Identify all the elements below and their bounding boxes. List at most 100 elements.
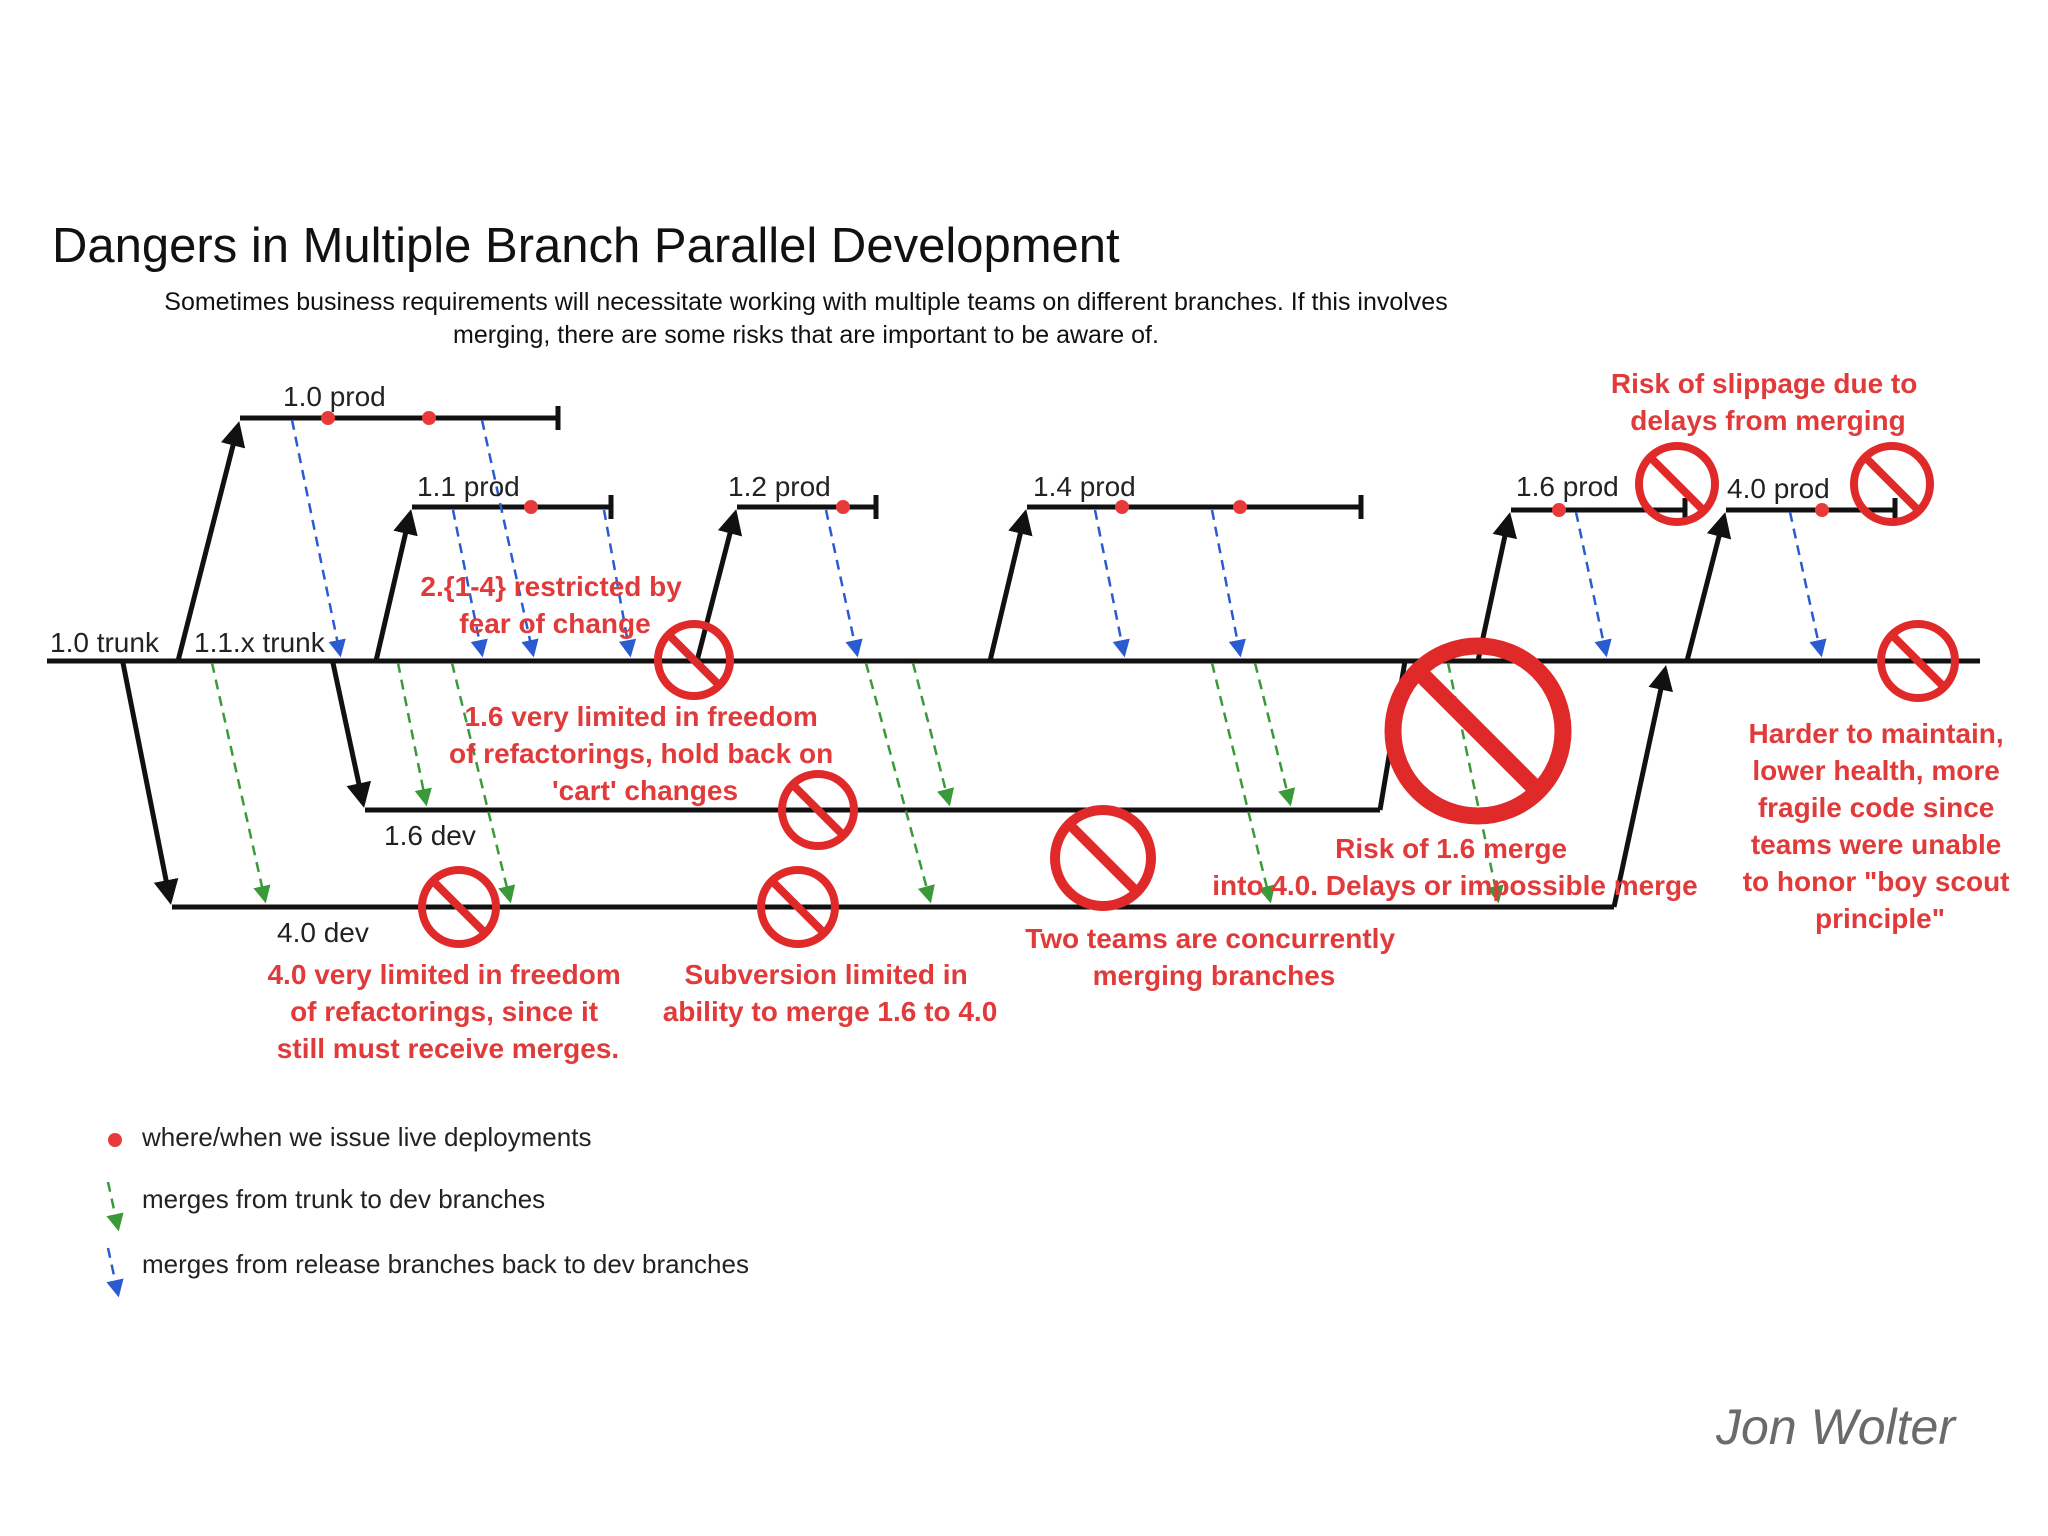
risk-maintain: Harder to maintain, lower health, more f… [1743,718,2018,934]
deployment-dot [1115,500,1129,514]
risk-line: merging branches [1093,960,1336,991]
risk-line: Two teams are concurrently [1025,923,1395,954]
prohibition-ring [757,866,839,948]
risk-line: 2.{1-4} restricted by [420,571,682,602]
page-title: Dangers in Multiple Branch Parallel Deve… [52,219,1120,273]
release-merge-arrow [602,509,637,658]
risk-line: 1.6 very limited in freedom [464,701,817,732]
risk-line: of refactorings, hold back on [449,738,833,769]
release-merge-arrow [1788,511,1827,658]
risk-dev40-limited: 4.0 very limited in freedom of refactori… [267,959,628,1064]
author-credit: Jon Wolter [1715,1399,1957,1455]
prohibition-icon [778,770,858,850]
legend-deploy-label: where/when we issue live deployments [141,1122,591,1152]
risk-line: fear of change [459,608,650,639]
prohibition-bar [666,632,722,688]
prohibition-bar [790,782,846,838]
trunk-merge-arrow [396,662,432,807]
legend-trunk-merge-arrow [106,1181,124,1232]
prohibition-bar [1411,664,1545,798]
risk-line: teams were unable [1751,829,2002,860]
fork-trunk-to-prod-1-4 [987,509,1033,662]
prohibition-icon [654,620,734,700]
label-trunk-1-0: 1.0 trunk [50,627,160,658]
risk-concurrent: Two teams are concurrently merging branc… [1025,923,1403,991]
prohibition-icon [1050,805,1156,911]
label-prod-1-1: 1.1 prod [417,471,520,502]
deployment-dots [321,411,1829,517]
prohibition-bar [430,878,488,936]
legend-release-merge-arrow [106,1247,124,1298]
trunk-merge-arrow [1210,662,1276,904]
merge-dev-4-0-to-trunk [1611,665,1674,908]
fork-trunk-to-prod-1-1 [373,509,418,662]
label-trunk-1-1x: 1.1.x trunk [194,627,326,658]
risk-restricted: 2.{1-4} restricted by fear of change [420,571,689,639]
prohibition-bar [1065,820,1141,896]
deployment-dot [422,411,436,425]
release-merge-arrow [824,509,863,658]
label-prod-1-6: 1.6 prod [1516,471,1619,502]
release-merge-arrow [1574,511,1612,658]
prohibition-ring [1384,637,1572,825]
risk-line: of refactorings, since it [290,996,598,1027]
label-prod-1-2: 1.2 prod [728,471,831,502]
risk-subversion: Subversion limited in ability to merge 1… [663,959,998,1027]
label-prod-1-0: 1.0 prod [283,381,386,412]
legend: where/when we issue live deployments mer… [106,1122,749,1298]
prohibition-bar [1889,632,1947,690]
prohibition-icons [418,442,1959,948]
prohibition-bar [1862,454,1922,514]
subtitle-line-1: Sometimes business requirements will nec… [164,288,1447,316]
risk-line: Risk of slippage due to [1611,368,1917,399]
label-prod-1-4: 1.4 prod [1033,471,1136,502]
release-merges [290,419,1827,658]
risk-line: still must receive merges. [277,1033,619,1064]
release-merge-arrow [480,419,539,658]
risk-merge: Risk of 1.6 merge into 4.0. Delays or im… [1212,833,1698,901]
risk-line: into 4.0. Delays or impossible merge [1212,870,1698,901]
label-dev-4-0: 4.0 dev [277,917,369,948]
risk-line: 'cart' changes [552,775,738,806]
trunk-merge-arrow [911,662,954,807]
label-prod-4-0: 4.0 prod [1727,473,1830,504]
prohibition-ring [1635,442,1719,526]
deployment-dot [1815,503,1829,517]
risk-line: Harder to maintain, [1749,718,2004,749]
deployment-dot [524,500,538,514]
fork-trunk-to-prod-4-0 [1684,512,1732,662]
risk-annotations: 2.{1-4} restricted by fear of change 1.6… [267,368,2018,1064]
risk-slippage: Risk of slippage due to delays from merg… [1611,368,1925,436]
legend-deploy-dot [108,1133,122,1147]
release-merge-arrow [1093,509,1130,658]
prohibition-icon [1635,442,1719,526]
risk-line: 4.0 very limited in freedom [267,959,620,990]
risk-line: fragile code since [1758,792,1995,823]
fork-trunk-to-prod-1-6 [1475,512,1518,662]
trunk-merge-arrow [210,662,271,904]
risk-line: lower health, more [1752,755,1999,786]
legend-trunk-merge-label: merges from trunk to dev branches [142,1184,545,1214]
prohibition-ring [654,620,734,700]
risk-line: ability to merge 1.6 to 4.0 [663,996,998,1027]
release-merge-arrow [1210,509,1246,658]
fork-trunk-to-dev-1-6 [330,662,372,808]
deployment-dot [836,500,850,514]
risk-dev16-limited: 1.6 very limited in freedom of refactori… [449,701,841,806]
branch-labels: 1.0 trunk 1.1.x trunk 1.0 prod 1.1 prod … [50,381,1830,948]
fork-trunk-to-dev-4-0 [120,662,179,905]
fork-trunk-to-prod-1-2 [694,509,743,662]
release-merge-arrow [290,419,346,658]
fork-trunk-to-prod-1-0 [175,421,246,662]
risk-line: to honor "boy scout [1743,866,2010,897]
risk-line: Subversion limited in [685,959,968,990]
risk-line: delays from merging [1630,405,1905,436]
prohibition-ring [778,770,858,850]
prohibition-icon [418,866,500,948]
trunk-merge-arrow [450,662,516,904]
release-merge-arrow [451,509,488,658]
prohibition-ring [1850,442,1934,526]
legend-release-merge-label: merges from release branches back to dev… [142,1249,749,1279]
prohibition-bar [769,878,827,936]
prohibition-ring [1050,805,1156,911]
